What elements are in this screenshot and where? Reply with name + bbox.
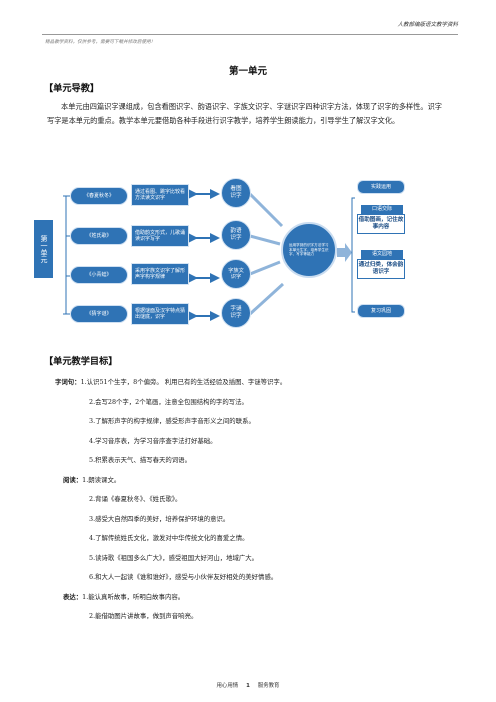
lesson-description-text: 借助韵文形式，儿歌诵读识字写字 (135, 229, 186, 242)
practice-title: 实践运用 (370, 183, 391, 190)
practice-item-body-text: 借助图画，记住故事内容 (358, 217, 404, 230)
lesson-description-text: 采用字族文识字了解形声字构字规律 (135, 267, 186, 280)
lesson-capsule: 《春夏秋冬》 (70, 187, 128, 205)
footer-right: 服务教育 (257, 683, 280, 689)
page-footer: 用心用情 1 服务教育 (0, 681, 496, 689)
lesson-capsule: 《姓氏歌》 (70, 227, 128, 245)
goal-item: 4.学习音序表，为学习音序查字法打好基础。 (89, 437, 217, 445)
express-label: 表达： (63, 593, 83, 601)
header-left-note: 精品教学资料，仅供参考，需要可下载并修改后使用！ (45, 40, 156, 45)
words-label: 字词句： (55, 378, 81, 386)
lesson-capsule: 《猜字谜》 (70, 305, 128, 323)
goal-item: 2.背诵《春夏秋冬》、《姓氏歌》。 (89, 495, 182, 503)
practice-bracket (351, 197, 355, 313)
lesson-description: 通过看图、跳字比较看方法读文识字 (131, 184, 189, 206)
goal-item: 5.读诗歌《祖国多么广大》，感受祖国大好河山，地域广大。 (89, 554, 259, 562)
page-number: 1 (246, 683, 250, 689)
method-circle: 韵语识字 (221, 220, 251, 250)
goal-item: 6.和大人一起读《谁和谁好》，感受与小伙伴友好相处的美好情感。 (89, 573, 278, 581)
center-summary-text: 运用学到的识字方法学习本单元生字，培养学生识字、写字等能力 (289, 242, 329, 257)
method-circle: 字谜识字 (221, 298, 251, 328)
practice-title-box: 实践运用 (357, 180, 405, 194)
footer-left: 用心用情 (216, 683, 239, 689)
double-arrows (188, 189, 220, 321)
method-label: 韵语识字 (230, 228, 242, 241)
guide-heading: 【单元导教】 (44, 83, 100, 94)
unit-label: 第一单元 (40, 235, 48, 263)
reading-label: 阅读： (63, 476, 83, 484)
practice-item-title: 口语交际 (361, 205, 403, 214)
reading-line: 阅读：1.朗读课文。 (63, 475, 120, 484)
method-circle: 看图识字 (221, 178, 251, 208)
page-title: 第一单元 (228, 66, 267, 77)
method-label: 看图识字 (230, 186, 242, 199)
practice-item-title-text: 语文园地 (371, 251, 392, 258)
lesson-description-text: 根据谜面及汉字特点猜出谜底，识字 (135, 307, 186, 320)
practice-item-title-text: 口语交际 (371, 206, 392, 213)
lesson-capsule: 《小青蛙》 (70, 266, 128, 284)
goal-item: 2.能借助图片讲故事，做到声音响亮。 (89, 612, 198, 620)
practice-item-body: 借助图画，记住故事内容 (357, 214, 405, 234)
lesson-description: 借助韵文形式，儿歌诵读识字写字 (131, 225, 189, 247)
goal-item: 4.了解传统姓氏文化，激发对中华传统文化的喜爱之情。 (89, 534, 249, 542)
method-label: 字谜识字 (230, 306, 242, 319)
goal-item: 1.朗读课文。 (82, 476, 121, 484)
lesson-description: 采用字族文识字了解形声字构字规律 (131, 263, 189, 285)
lesson-label: 《小青蛙》 (86, 271, 112, 278)
header-right-label: 人教部编版语文教学资料 (397, 22, 458, 28)
practice-item-title-text: 复习巩固 (370, 307, 391, 314)
goal-item: 5.积累表示天气、描写春天的词语。 (89, 456, 191, 464)
method-circle: 字族文识字 (221, 259, 251, 289)
header-rule (42, 34, 458, 35)
express-line: 表达：1.能认真听故事，听明白故事内容。 (63, 592, 184, 601)
lesson-label: 《姓氏歌》 (86, 232, 112, 239)
words-line: 字词句：1.认识51个生字，8个偏旁。 利用已有的生活经验及插图、字谜等识字。 (55, 377, 286, 386)
lesson-description-text: 通过看图、跳字比较看方法读文识字 (135, 188, 186, 201)
lesson-description: 根据谜面及汉字特点猜出谜底，识字 (131, 303, 189, 325)
method-label: 字族文识字 (228, 267, 244, 280)
practice-item-body-text: 通过归类，体会韵语识字 (358, 262, 404, 275)
center-summary-circle: 运用学到的识字方法学习本单元生字，培养学生识字、写字等能力 (281, 222, 337, 278)
lesson-label: 《春夏秋冬》 (83, 192, 114, 199)
lesson-label: 《猜字谜》 (86, 310, 112, 317)
goal-item: 1.认识51个生字，8个偏旁。 利用已有的生活经验及插图、字谜等识字。 (80, 378, 287, 386)
unit-box: 第一单元 (34, 220, 53, 278)
goal-item: 3.了解形声字的构字规律，感受形声字音形义之间的联系。 (89, 417, 255, 425)
goals-heading: 【单元教学目标】 (44, 356, 118, 367)
center-to-practice-arrow (337, 243, 352, 262)
goal-item: 3.感受大自然四季的美好，培养保护环境的意识。 (89, 515, 230, 523)
goal-item: 1.能认真听故事，听明白故事内容。 (82, 593, 185, 601)
practice-item-title: 语文园地 (361, 250, 403, 259)
guide-paragraph: 本单元由四篇识字课组成，包含看图识字、韵语识字、字族文识字、字谜识字四种识字方法… (47, 102, 442, 125)
practice-item-body: 通过归类，体会韵语识字 (357, 259, 405, 279)
goal-item: 2.会写28个字，2个笔画，注意全包围结构的字的写法。 (89, 398, 248, 406)
method-to-center-arrows (248, 192, 285, 316)
practice-review-box: 复习巩固 (357, 304, 405, 318)
unit-bracket (63, 195, 70, 315)
